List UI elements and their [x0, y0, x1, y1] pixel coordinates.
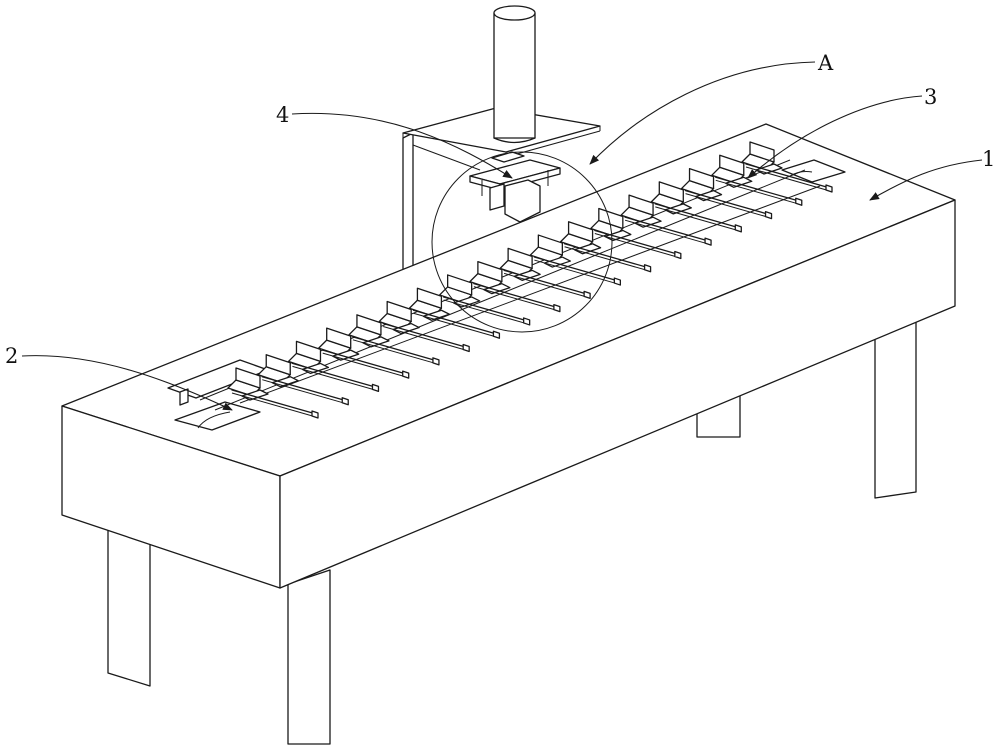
callout-label-3: 3	[924, 85, 937, 109]
bracket-side-plate	[403, 133, 413, 275]
callout-label-1: 1	[982, 147, 995, 171]
leg-front-right	[875, 318, 916, 498]
cylinder-top	[494, 6, 535, 20]
cylinder-column	[494, 13, 535, 138]
leg-back-left	[108, 530, 150, 686]
callout-label-2: 2	[5, 344, 18, 368]
leg-front-left	[288, 570, 330, 744]
callout-label-A: A	[817, 51, 834, 75]
callout-label-4: 4	[276, 103, 289, 127]
